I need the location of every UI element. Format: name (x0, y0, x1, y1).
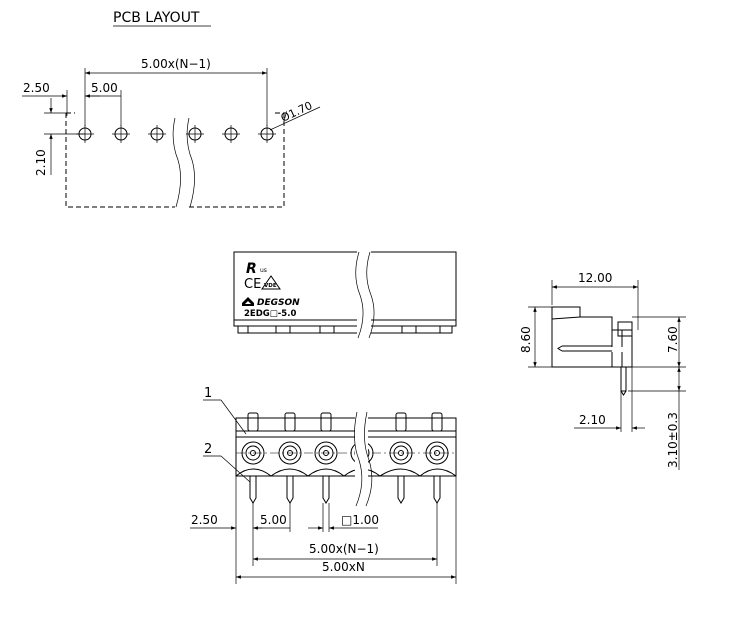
model-label: 2EDG□-5.0 (244, 309, 296, 319)
pcb-holes (76, 125, 276, 143)
side-dim-offset: 2.10 (579, 413, 606, 427)
side-dim-body: 7.60 (666, 326, 680, 353)
ul-mark: R (246, 261, 257, 277)
bottom-dim-span: 5.00x(N−1) (309, 542, 379, 556)
bottom-dim-pin: □1.00 (341, 513, 379, 527)
bottom-dim-edge: 2.50 (191, 513, 218, 527)
pcb-dim-row: 2.10 (34, 149, 48, 176)
bottom-dim-pitch: 5.00 (260, 513, 287, 527)
callout-2: 2 (204, 442, 212, 457)
ce-mark: CE (244, 277, 261, 292)
socket (389, 441, 413, 465)
pcb-layout-view: PCB LAYOUT 5.00x(N−1) 2.50 5.00 (22, 10, 321, 208)
pcb-dim-pitch: 5.00 (91, 81, 118, 95)
socket (241, 441, 265, 465)
front-body (233, 251, 457, 327)
vde-mark: VDE (264, 283, 277, 289)
socket (425, 441, 449, 465)
pcb-hole (112, 125, 130, 143)
pcb-dim-edge: 2.50 (23, 81, 50, 95)
side-dim-height: 8.60 (519, 326, 533, 353)
socket (278, 441, 302, 465)
side-body (551, 306, 633, 368)
pcb-hole (258, 125, 276, 143)
bottom-view: 1 2 2.50 5.00 □1.00 5.00x(N−1) 5.00xN (190, 386, 457, 584)
bottom-dim-total: 5.00xN (322, 560, 365, 574)
pcb-hole (76, 125, 94, 143)
degson-logo-icon (242, 297, 254, 306)
callout-1: 1 (204, 386, 212, 401)
pcb-dim-hole: Ø1.70 (279, 99, 315, 125)
socket (314, 441, 338, 465)
vde-triangle-icon (261, 275, 281, 290)
pcb-hole (186, 125, 204, 143)
side-view: 12.00 8.60 7.60 3.10±0.3 2.10 (519, 271, 686, 470)
pcb-hole (222, 125, 240, 143)
pcb-dim-span: 5.00x(N−1) (141, 57, 211, 71)
bottom-body (235, 417, 457, 477)
brand-label: DEGSON (257, 298, 300, 308)
page-title: PCB LAYOUT (113, 10, 200, 26)
top-fins (247, 412, 443, 432)
side-dim-pin-len: 3.10±0.3 (666, 412, 680, 468)
side-dim-depth: 12.00 (578, 271, 612, 285)
pins (249, 476, 441, 504)
pcb-outline (65, 112, 285, 208)
us-mark: us (260, 267, 267, 274)
front-view: R us CE VDE DEGSON 2EDG□-5.0 (233, 248, 457, 339)
pcb-hole (148, 125, 166, 143)
